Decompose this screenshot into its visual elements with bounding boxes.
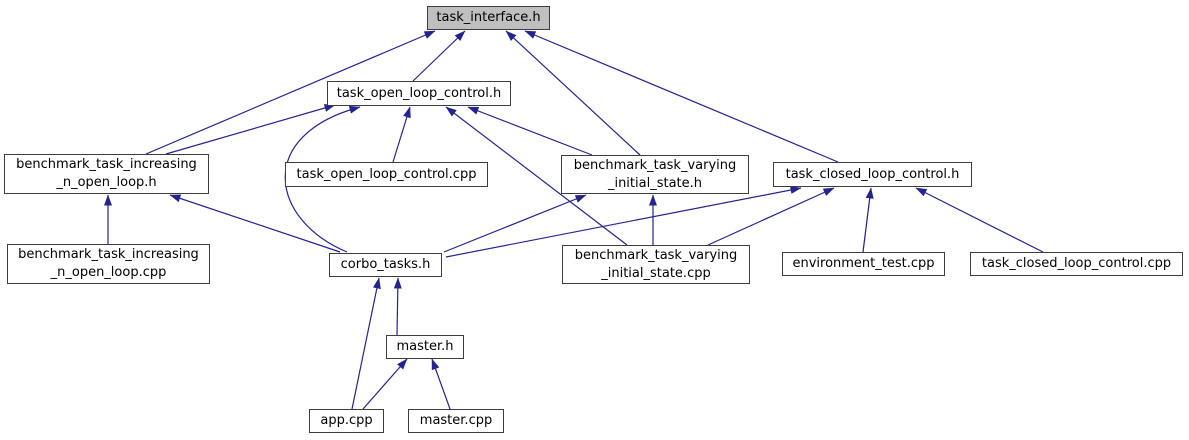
node-label: master.cpp <box>419 413 493 429</box>
edge-master_h-to-corbo_tasks_h <box>393 277 402 336</box>
node-corbo-tasks-h[interactable]: corbo_tasks.h <box>329 253 442 277</box>
edge-master_cpp-to-master_h <box>431 358 451 410</box>
node-label: benchmark_task_varying _initial_state.h <box>573 157 737 191</box>
node-master-h[interactable]: master.h <box>386 335 464 359</box>
edge-corbo_tasks_h-to-benchmark_task_varying_initial_state_h <box>443 194 587 253</box>
node-task-open-loop-control-h[interactable]: task_open_loop_control.h <box>327 81 511 106</box>
node-master-cpp[interactable]: master.cpp <box>408 409 504 433</box>
edge-task_open_loop_control_cpp-to-task_open_loop_control_h <box>392 106 411 163</box>
edge-app_cpp-to-corbo_tasks_h <box>351 277 381 410</box>
node-environment-test-cpp[interactable]: environment_test.cpp <box>782 252 945 276</box>
node-label: app.cpp <box>320 413 373 429</box>
node-label: benchmark_task_varying _initial_state.cp… <box>574 247 738 281</box>
node-task-closed-loop-control-cpp[interactable]: task_closed_loop_control.cpp <box>970 252 1183 276</box>
edge-task_closed_loop_control_cpp-to-task_closed_loop_control_h <box>915 187 1044 253</box>
node-label: benchmark_task_increasing _n_open_loop.h <box>16 157 197 190</box>
edge-task_open_loop_control_h-to-task_interface_h <box>412 30 466 82</box>
edge-corbo_tasks_h-to-task_closed_loop_control_h <box>445 186 802 258</box>
edge-benchmark_task_increasing_n_open_loop_h-to-task_interface_h <box>145 30 436 155</box>
node-label: master.h <box>396 339 454 355</box>
edge-benchmark_task_varying_initial_state_h-to-task_open_loop_control_h <box>467 106 593 156</box>
edge-app_cpp-to-master_h <box>362 358 408 410</box>
node-label: benchmark_task_increasing _n_open_loop.c… <box>18 247 199 280</box>
edge-benchmark_task_varying_initial_state_cpp-to-task_open_loop_control_h <box>445 106 628 246</box>
node-label: environment_test.cpp <box>792 256 935 272</box>
node-app-cpp[interactable]: app.cpp <box>309 409 384 433</box>
node-label: task_closed_loop_control.cpp <box>981 256 1172 272</box>
edge-benchmark_task_increasing_n_open_loop_h-to-task_open_loop_control_h <box>165 104 336 155</box>
node-label: task_closed_loop_control.h <box>785 166 960 182</box>
node-label: corbo_tasks.h <box>340 257 431 273</box>
node-task-interface-h[interactable]: task_interface.h <box>427 6 550 30</box>
edge-task_closed_loop_control_h-to-task_interface_h <box>524 30 839 163</box>
edge-benchmark_task_varying_initial_state_cpp-to-task_closed_loop_control_h <box>707 187 835 246</box>
node-label: task_open_loop_control.h <box>336 85 502 101</box>
node-benchmark-task-increasing-n-open-loop-cpp[interactable]: benchmark_task_increasing _n_open_loop.c… <box>7 244 210 284</box>
edge-benchmark_task_varying_initial_state_h-to-task_interface_h <box>505 30 641 156</box>
node-benchmark-task-increasing-n-open-loop-h[interactable]: benchmark_task_increasing _n_open_loop.h <box>4 154 209 194</box>
node-benchmark-task-varying-initial-state-h[interactable]: benchmark_task_varying _initial_state.h <box>561 155 749 194</box>
edge-environment_test_cpp-to-task_closed_loop_control_h <box>862 187 874 253</box>
edge-corbo_tasks_h-to-benchmark_task_increasing_n_open_loop_h <box>169 194 341 253</box>
node-label: task_interface.h <box>436 10 541 26</box>
node-task-open-loop-control-cpp[interactable]: task_open_loop_control.cpp <box>285 162 488 187</box>
node-task-closed-loop-control-h[interactable]: task_closed_loop_control.h <box>773 162 972 187</box>
node-benchmark-task-varying-initial-state-cpp[interactable]: benchmark_task_varying _initial_state.cp… <box>562 245 750 284</box>
node-label: task_open_loop_control.cpp <box>296 166 477 182</box>
